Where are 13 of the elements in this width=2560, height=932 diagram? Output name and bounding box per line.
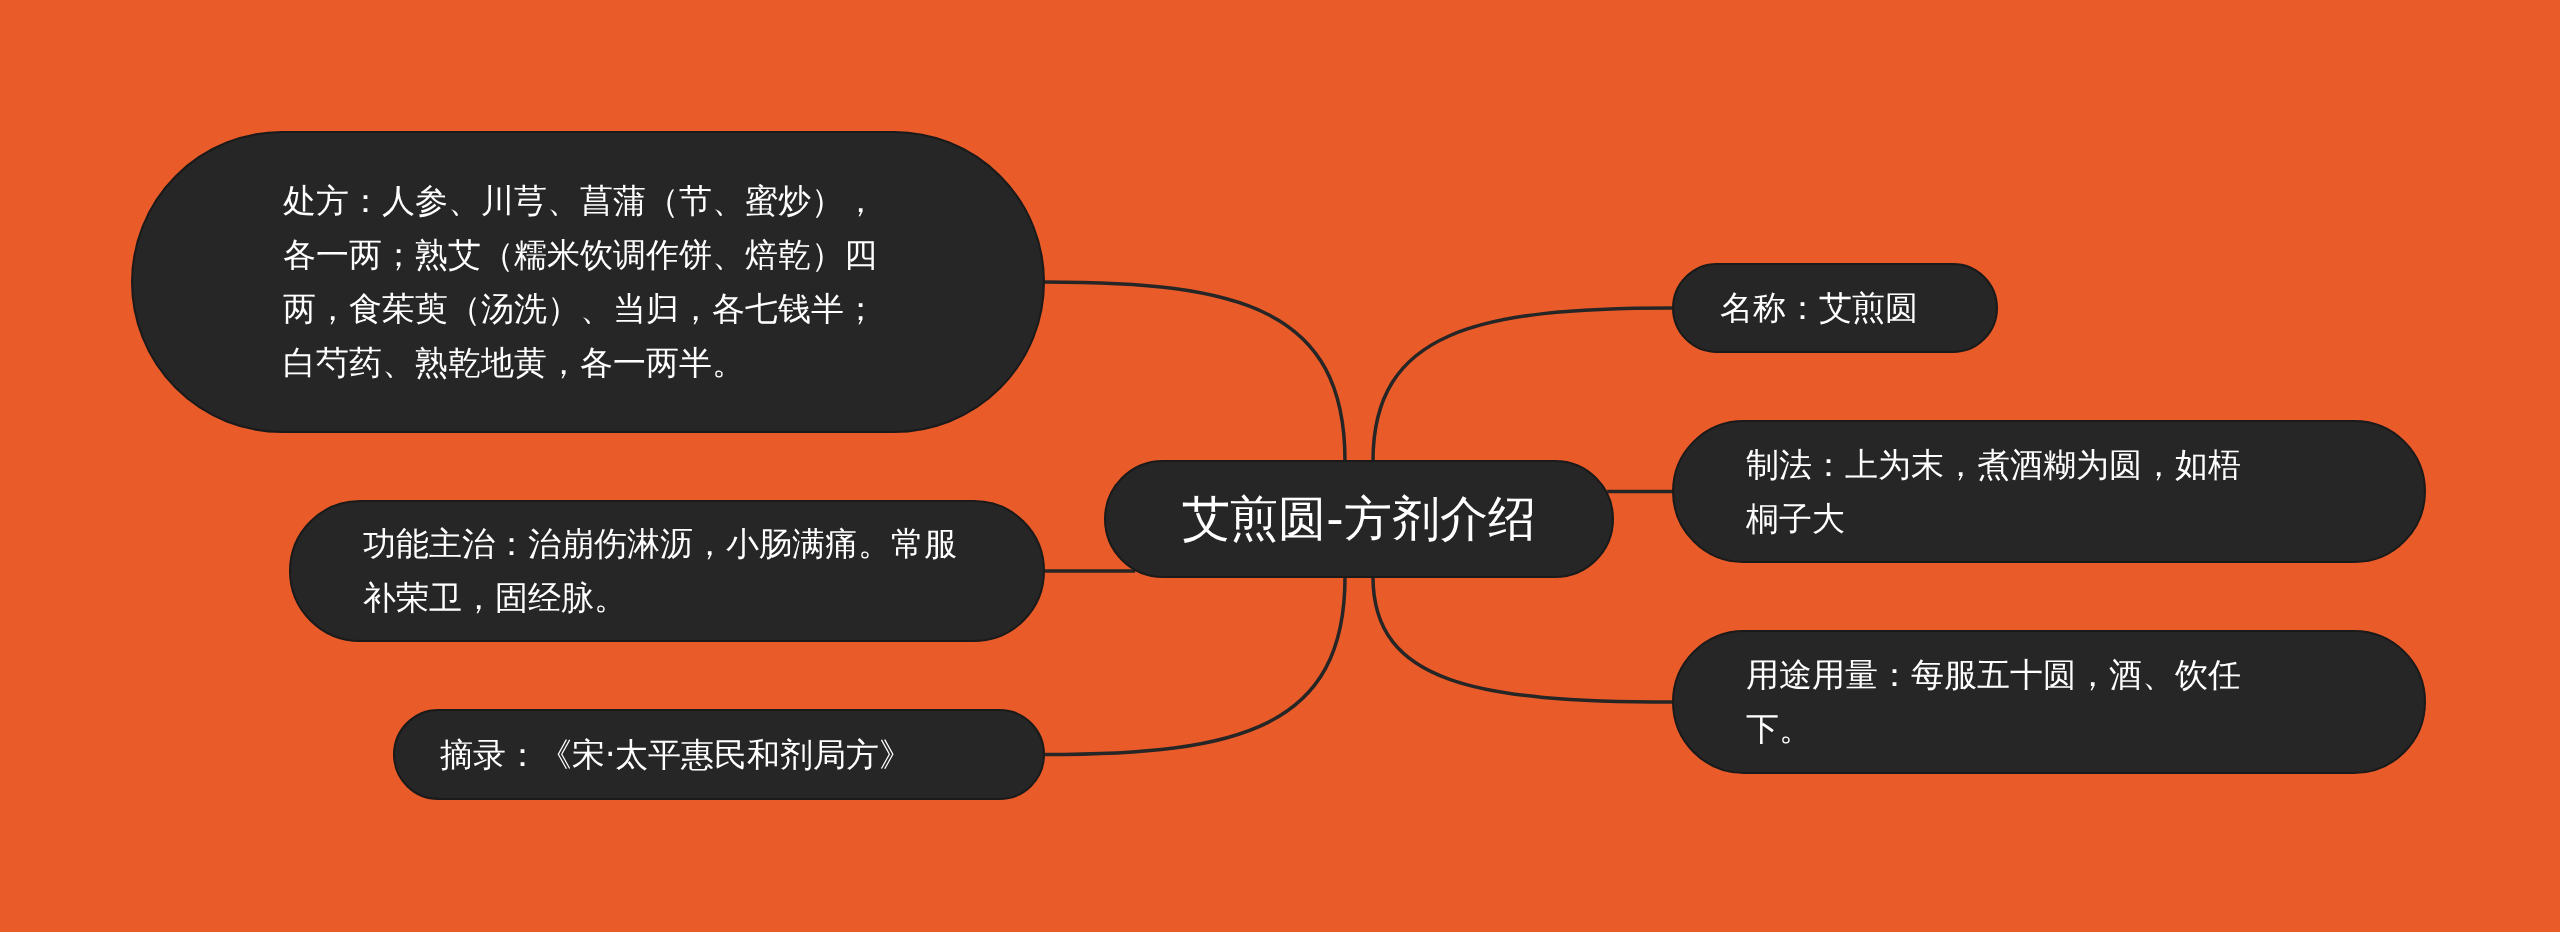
connector-line	[1607, 489, 1672, 494]
connector-line	[1044, 280, 1347, 462]
connector-line	[1371, 306, 1673, 462]
connector-line	[1044, 576, 1347, 757]
central-topic: 艾煎圆-方剂介绍	[1104, 460, 1614, 578]
connector-line	[1371, 576, 1672, 704]
topic-box: 处方：人参、川芎、菖蒲（节、蜜炒），各一两；熟艾（糯米饮调作饼、焙乾）四两，食茱萸（汤洗）、当归，各七钱半；白芍药、熟乾地黄，各一两半。	[131, 131, 1045, 433]
connector-line	[1045, 569, 1136, 573]
topic-box: 名称：艾煎圆	[1672, 263, 1998, 353]
topic-box: 制法：上为末，煮酒糊为圆，如梧桐子大	[1672, 420, 2426, 563]
topic-box: 用途用量：每服五十圆，酒、饮任下。	[1672, 630, 2426, 774]
topic-box: 摘录：《宋·太平惠民和剂局方》	[393, 709, 1045, 800]
topic-box: 功能主治：治崩伤淋沥，小肠满痛。常服补荣卫，固经脉。	[289, 500, 1045, 642]
